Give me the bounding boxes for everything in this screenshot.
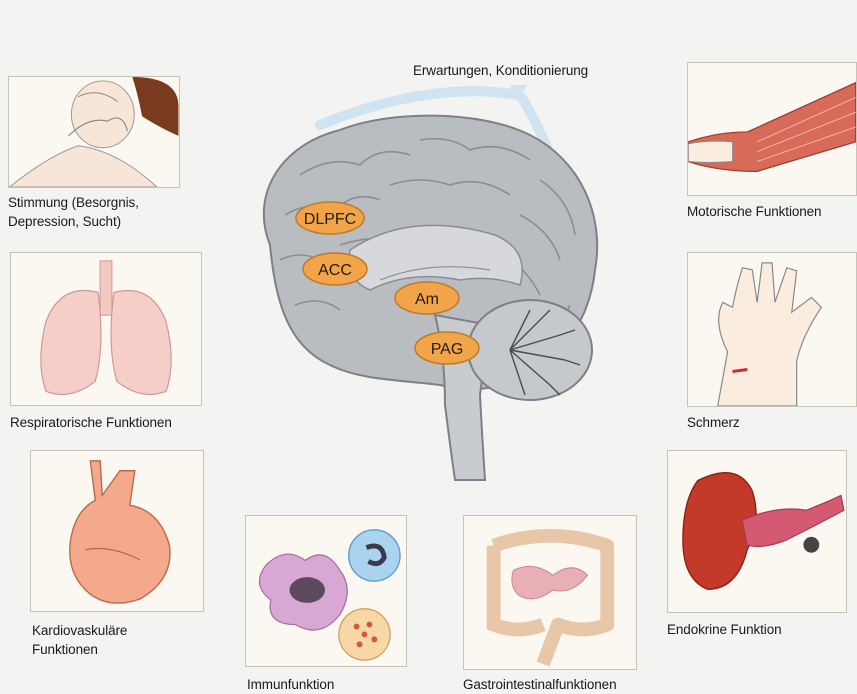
caption-respiratory: Respiratorische Funktionen <box>10 414 172 432</box>
region-pag: PAG <box>415 332 479 364</box>
pag-label: PAG <box>431 341 464 358</box>
expectation-label: Erwartungen, Konditionierung <box>413 62 588 80</box>
hand-icon <box>688 253 856 406</box>
panel-respiratory <box>10 252 202 406</box>
caption-immune: Immunfunktion <box>247 676 334 694</box>
panel-immune <box>245 515 407 667</box>
am-label: Am <box>415 291 439 308</box>
caption-cardio-1: Kardiovaskuläre <box>32 622 127 640</box>
caption-cardio-2: Funktionen <box>32 641 98 659</box>
dlpfc-label: DLPFC <box>304 211 356 228</box>
region-dlpfc: DLPFC <box>296 202 364 234</box>
brain-svg: DLPFC ACC Am PAG <box>240 85 620 485</box>
heart-icon <box>31 451 203 611</box>
head-in-hands-icon <box>9 77 179 187</box>
caption-mood-1: Stimmung (Besorgnis, <box>8 194 139 212</box>
kidney-pancreas-icon <box>668 451 846 612</box>
intestines-icon <box>464 516 636 669</box>
panel-cardio <box>30 450 204 612</box>
arm-muscles-icon <box>688 63 856 195</box>
immune-cells-icon <box>246 516 406 666</box>
lungs-icon <box>11 253 201 405</box>
caption-gastro: Gastrointestinalfunktionen <box>463 676 617 694</box>
caption-pain: Schmerz <box>687 414 740 432</box>
caption-motor: Motorische Funktionen <box>687 203 821 221</box>
panel-mood <box>8 76 180 188</box>
panel-gastro <box>463 515 637 670</box>
panel-endocrine <box>667 450 847 613</box>
brain-illustration: DLPFC ACC Am PAG <box>240 85 620 485</box>
region-am: Am <box>395 282 459 314</box>
region-acc: ACC <box>303 253 367 285</box>
caption-endocrine: Endokrine Funktion <box>667 621 782 639</box>
panel-pain <box>687 252 857 407</box>
cerebellum <box>468 300 592 400</box>
caption-mood-2: Depression, Sucht) <box>8 213 121 231</box>
acc-label: ACC <box>318 262 352 279</box>
panel-motor <box>687 62 857 196</box>
